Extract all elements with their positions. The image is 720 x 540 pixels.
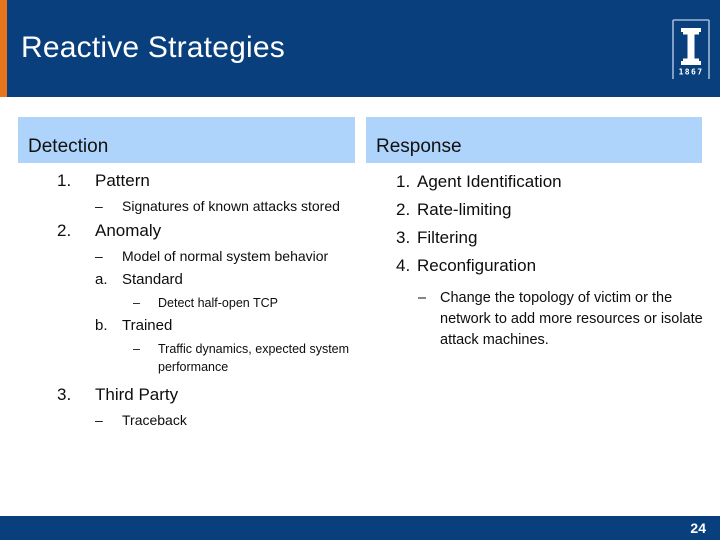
list-item: – Traffic dynamics, expected system perf… bbox=[133, 340, 360, 376]
page-number: 24 bbox=[690, 520, 706, 536]
list-item: – Traceback bbox=[95, 410, 360, 430]
list-item: – Model of normal system behavior bbox=[95, 246, 360, 266]
response-heading: Response bbox=[376, 136, 462, 157]
list-text: Third Party bbox=[95, 385, 179, 404]
list-text: Pattern bbox=[95, 171, 150, 190]
response-list: 1. Agent Identification 2. Rate-limiting… bbox=[366, 168, 710, 351]
response-column: 1. Agent Identification 2. Rate-limiting… bbox=[366, 168, 710, 351]
list-marker: – bbox=[418, 290, 427, 306]
list-marker: – bbox=[133, 342, 140, 356]
list-item: 2. Rate-limiting bbox=[396, 196, 710, 224]
list-marker: a. bbox=[95, 271, 108, 288]
list-text: Model of normal system behavior bbox=[122, 248, 329, 264]
list-marker: – bbox=[95, 412, 103, 428]
response-header-band: Response bbox=[366, 117, 702, 163]
list-marker: 1. bbox=[396, 172, 411, 191]
list-marker: – bbox=[133, 296, 140, 310]
list-text: Anomaly bbox=[95, 221, 162, 240]
list-item: – Signatures of known attacks stored bbox=[95, 196, 360, 216]
detection-sublist: – Signatures of known attacks stored bbox=[0, 196, 360, 216]
list-marker: 2. bbox=[396, 200, 411, 219]
list-item: 2. Anomaly bbox=[57, 218, 360, 243]
list-marker: 3. bbox=[396, 228, 411, 247]
list-marker: – bbox=[95, 248, 103, 264]
detection-header-band: Detection bbox=[18, 117, 355, 163]
list-item: a. Standard bbox=[95, 269, 360, 291]
list-text: Trained bbox=[122, 317, 173, 334]
list-text: Standard bbox=[122, 271, 183, 288]
detection-subsublist: – Detect half-open TCP bbox=[0, 294, 360, 312]
list-text: Traffic dynamics, expected system perfor… bbox=[158, 342, 350, 374]
list-text: Traceback bbox=[122, 412, 187, 428]
detection-sublist: – Traceback bbox=[0, 410, 360, 430]
slide-footer: 24 bbox=[0, 516, 720, 540]
list-item: – Detect half-open TCP bbox=[133, 294, 360, 312]
list-text: Rate-limiting bbox=[417, 200, 512, 219]
list-text: Agent Identification bbox=[417, 172, 562, 191]
list-item: 3. Filtering bbox=[396, 224, 710, 252]
list-text: Detect half-open TCP bbox=[158, 296, 278, 310]
detection-subsublist: – Traffic dynamics, expected system perf… bbox=[0, 340, 360, 376]
list-marker: – bbox=[95, 198, 103, 214]
list-text: Change the topology of victim or the net… bbox=[440, 290, 703, 348]
list-item: 3. Third Party bbox=[57, 382, 360, 407]
list-item: 1. Agent Identification bbox=[396, 168, 710, 196]
list-marker: 4. bbox=[396, 256, 411, 275]
list-marker: 3. bbox=[57, 385, 72, 404]
list-item: b. Trained bbox=[95, 315, 360, 337]
list-item: 4. Reconfiguration bbox=[396, 252, 710, 280]
slide-header: Reactive Strategies 1867 bbox=[0, 0, 720, 97]
list-text: Filtering bbox=[417, 228, 478, 247]
list-marker: b. bbox=[95, 317, 108, 334]
detection-column: 1. Pattern – Signatures of known attacks… bbox=[0, 168, 360, 432]
list-item: 1. Pattern bbox=[57, 168, 360, 193]
response-sublist: – Change the topology of victim or the n… bbox=[366, 288, 710, 351]
list-marker: 2. bbox=[57, 221, 72, 240]
orange-accent-bar bbox=[0, 0, 7, 97]
svg-text:1867: 1867 bbox=[679, 68, 704, 77]
detection-sublist: – Model of normal system behavior a. Sta… bbox=[0, 246, 360, 376]
detection-heading: Detection bbox=[28, 136, 109, 157]
list-text: Reconfiguration bbox=[417, 256, 537, 275]
list-item: – Change the topology of victim or the n… bbox=[418, 288, 710, 351]
detection-list: 1. Pattern – Signatures of known attacks… bbox=[0, 168, 360, 430]
university-logo: 1867 bbox=[671, 19, 711, 80]
list-text: Signatures of known attacks stored bbox=[122, 198, 340, 214]
page-title: Reactive Strategies bbox=[21, 31, 285, 64]
list-marker: 1. bbox=[57, 171, 72, 190]
